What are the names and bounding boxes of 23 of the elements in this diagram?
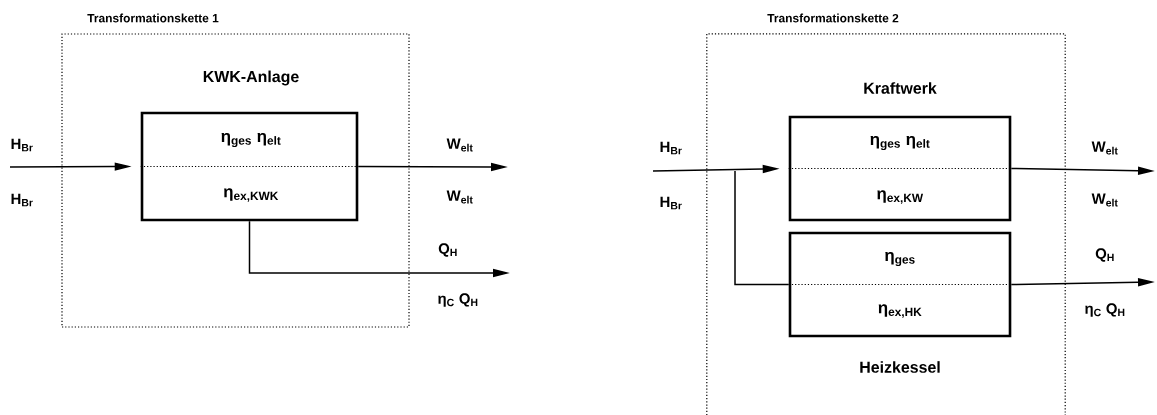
node-label: η$_{ges}$ η$_{elt}$	[221, 132, 281, 148]
flow-label: W$_{elt}$	[1091, 141, 1118, 155]
flow-label: H$_{Br}$	[660, 196, 682, 210]
flow-label: W$_{elt}$	[446, 190, 473, 204]
node-label: η$_{ex,KW}$	[877, 190, 924, 204]
flow-label: W$_{elt}$	[446, 138, 473, 152]
block-title: Heizkessel	[860, 361, 940, 373]
flow-label: Q$_{H}$	[1095, 248, 1114, 262]
flow-label: η$_{C}$ Q$_{H}$	[1085, 303, 1125, 317]
process-box: η$_{ges}$ η$_{elt}$ η$_{ex,KWK}$	[140, 111, 359, 222]
node-label: η$_{ges}$ η$_{elt}$	[870, 135, 930, 151]
process-box: η$_{ges}$ η$_{ex,HK}$	[788, 231, 1012, 338]
flow-label: W$_{elt}$	[1091, 193, 1118, 207]
block-title: Kraftwerk	[864, 82, 937, 94]
flow-label: H$_{Br}$	[11, 193, 33, 207]
block-title: KWK-Anlage	[203, 70, 299, 86]
frame-title: Transformationskette 2	[767, 13, 899, 23]
node-label: η$_{ex,KWK}$	[224, 188, 279, 202]
frame-title: Transformationskette 1	[87, 13, 219, 23]
flow-label: H$_{Br}$	[660, 141, 682, 155]
flow-label: Q$_{H}$	[438, 243, 457, 257]
flow-label: η$_{C}$ Q$_{H}$	[438, 293, 478, 307]
flow-label: H$_{Br}$	[11, 138, 33, 152]
